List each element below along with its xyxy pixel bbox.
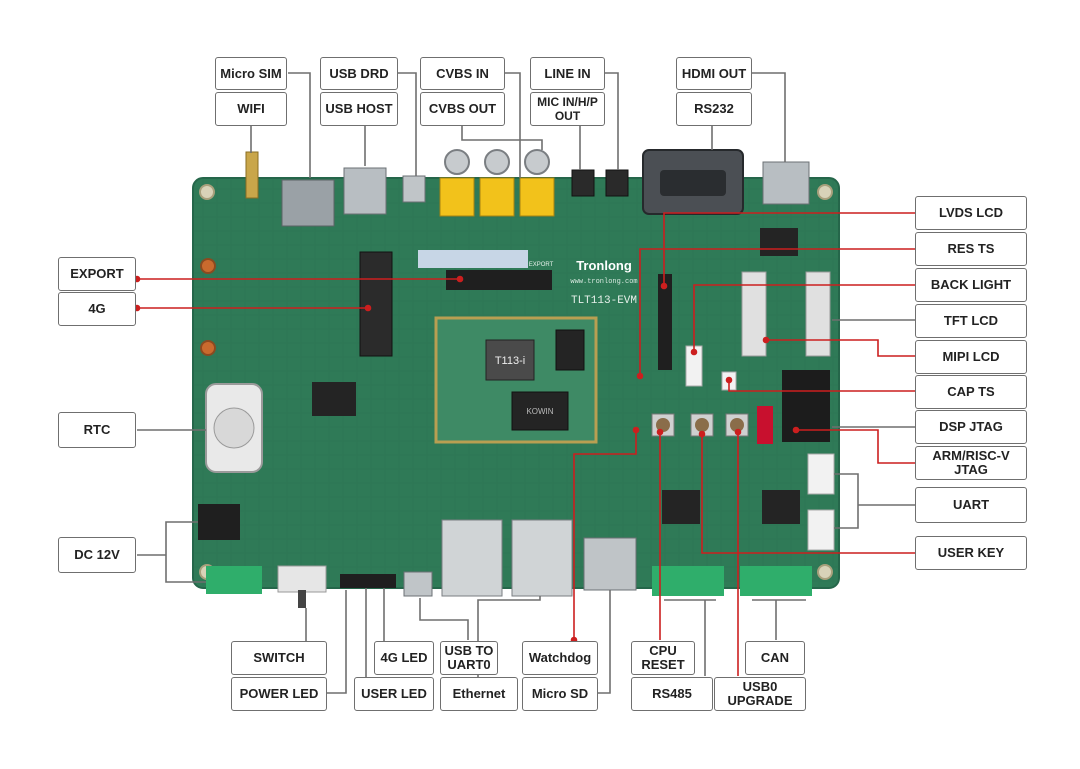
- model-silkscreen: TLT113-EVM: [571, 295, 637, 307]
- label-user-led: USER LED: [354, 677, 434, 711]
- label-usb0-upgrade: USB0 UPGRADE: [714, 677, 806, 711]
- top-connectors: [245, 149, 810, 227]
- rs485-terminal: [652, 566, 724, 596]
- leader-lines-red: [133, 212, 915, 676]
- jtag-headers: [782, 370, 830, 442]
- label-micro-sd: Micro SD: [522, 677, 598, 711]
- dip-switch: [757, 406, 773, 444]
- ffc-connector-1: [741, 271, 767, 357]
- label-micro-sim: Micro SIM: [215, 57, 287, 90]
- rca-3: [519, 177, 555, 217]
- label-tft-lcd: TFT LCD: [915, 304, 1027, 338]
- usb-drd-port: [402, 175, 426, 203]
- lvds-connector: [658, 274, 672, 370]
- label-rs232: RS232: [676, 92, 752, 126]
- power-switch: [277, 565, 327, 593]
- label-mipi-lcd: MIPI LCD: [915, 340, 1027, 374]
- label-switch: SWITCH: [231, 641, 327, 675]
- 4g-slot: [359, 251, 393, 357]
- som-chip-text: T113-i: [495, 355, 525, 367]
- label-cvbs-out: CVBS OUT: [420, 92, 505, 126]
- rca-1: [439, 177, 475, 217]
- label-can: CAN: [745, 641, 805, 675]
- label-dc-12v: DC 12V: [58, 537, 136, 573]
- label-user-key: USER KEY: [915, 536, 1027, 570]
- website-silkscreen: www.tronlong.com: [570, 278, 637, 286]
- label-cvbs-in: CVBS IN: [420, 57, 505, 90]
- header-silkscreen: EXPORT: [529, 262, 554, 268]
- audio-jack-2: [605, 169, 629, 197]
- label-usb-host: USB HOST: [320, 92, 398, 126]
- label-ethernet: Ethernet: [440, 677, 518, 711]
- label-usb-to-uart0: USB TO UART0: [440, 641, 498, 675]
- label-mic-in: MIC IN/H/P OUT: [530, 92, 605, 126]
- audio-jack-1: [571, 169, 595, 197]
- label-rs485: RS485: [631, 677, 713, 711]
- ethernet-port-2: [511, 519, 573, 597]
- can-terminal: [740, 566, 812, 596]
- chip-1: [312, 382, 356, 416]
- label-export: EXPORT: [58, 257, 136, 291]
- chip-2: [662, 490, 700, 524]
- leader-lines-grey: [137, 72, 915, 694]
- brand-silkscreen: Tronlong: [576, 258, 632, 273]
- label-hdmi-out: HDMI OUT: [676, 57, 752, 90]
- label-back-light: BACK LIGHT: [915, 268, 1027, 302]
- rca-2: [479, 177, 515, 217]
- label-dsp-jtag: DSP JTAG: [915, 410, 1027, 444]
- usb-c-port: [403, 571, 433, 597]
- label-power-led: POWER LED: [231, 677, 327, 711]
- label-watchdog: Watchdog: [522, 641, 598, 675]
- sd-card-slot: [583, 537, 637, 591]
- label-usb-drd: USB DRD: [320, 57, 398, 90]
- led-row: [340, 574, 396, 588]
- dc-terminal: [206, 566, 262, 594]
- label-uart: UART: [915, 487, 1027, 523]
- usb-host-port: [343, 167, 387, 215]
- sim-slot: [281, 179, 335, 227]
- label-wifi: WIFI: [215, 92, 287, 126]
- label-lvds-lcd: LVDS LCD: [915, 196, 1027, 230]
- chip-3: [762, 490, 800, 524]
- uart-connector-2: [807, 509, 835, 551]
- dc-jack: [198, 504, 240, 540]
- label-cpu-reset: CPU RESET: [631, 641, 695, 675]
- som-chip-brand: KOWIN: [526, 407, 553, 416]
- chip-4: [760, 228, 798, 256]
- label-cap-ts: CAP TS: [915, 375, 1027, 409]
- label-4g-led: 4G LED: [374, 641, 434, 675]
- label-res-ts: RES TS: [915, 232, 1027, 266]
- ffc-connector-2: [805, 271, 831, 357]
- ethernet-port-1: [441, 519, 503, 597]
- label-4g: 4G: [58, 292, 136, 326]
- uart-connector: [807, 453, 835, 495]
- label-arm-riscv-jtag: ARM/RISC-V JTAG: [915, 446, 1027, 480]
- wifi-antenna-connector: [245, 151, 259, 199]
- system-on-module: [434, 316, 598, 444]
- hdmi-port: [762, 161, 810, 205]
- label-rtc: RTC: [58, 412, 136, 448]
- export-header: [446, 270, 552, 290]
- label-line-in: LINE IN: [530, 57, 605, 90]
